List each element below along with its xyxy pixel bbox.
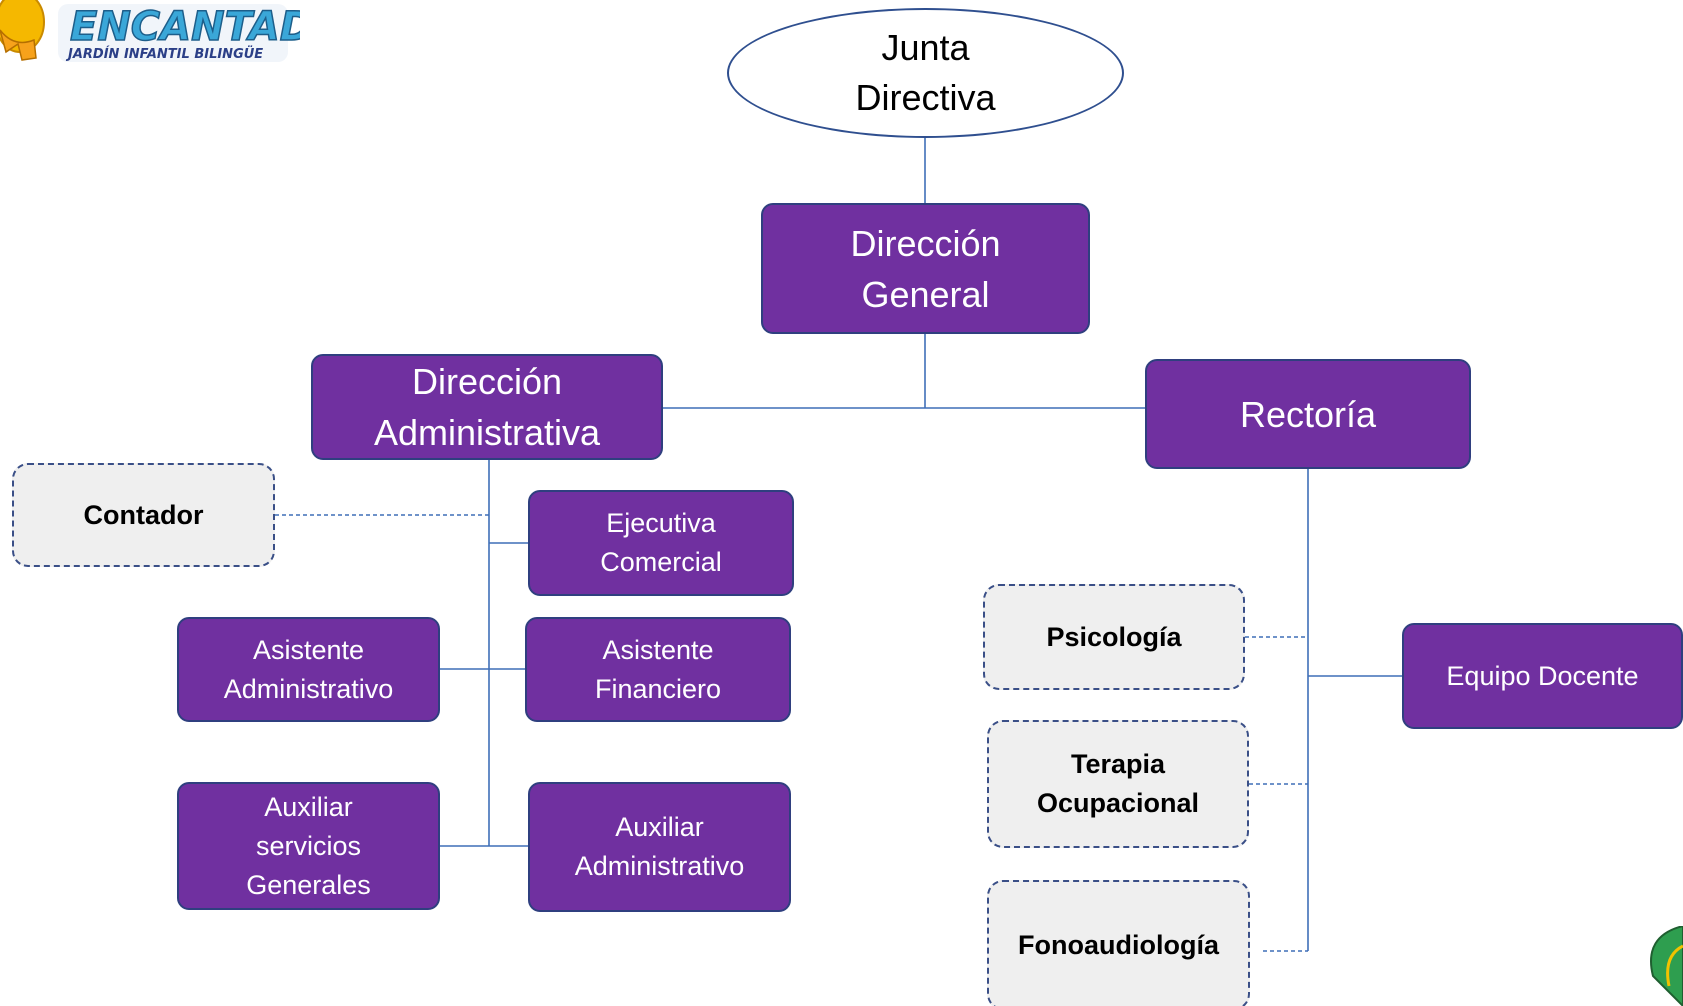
node-contador: Contador: [12, 463, 275, 567]
node-psicologia: Psicología: [983, 584, 1245, 690]
logo-subtitle: JARDÍN INFANTIL BILINGÜE: [65, 46, 263, 62]
node-asistente-administrativo: Asistente Administrativo: [177, 617, 440, 722]
node-asistente-financiero: Asistente Financiero: [525, 617, 791, 722]
encantado-logo: ENCANTADO JARDÍN INFANTIL BILINGÜE: [0, 0, 300, 62]
node-rectoria: Rectoría: [1145, 359, 1471, 469]
node-terapia-ocupacional: Terapia Ocupacional: [987, 720, 1249, 848]
node-equipo-docente: Equipo Docente: [1402, 623, 1683, 729]
node-junta-directiva: Junta Directiva: [727, 8, 1124, 138]
node-ejecutiva-comercial: Ejecutiva Comercial: [528, 490, 794, 596]
decorative-illustration: [1650, 926, 1683, 1006]
logo-title: ENCANTADO: [70, 4, 300, 50]
node-direccion-general: Dirección General: [761, 203, 1090, 334]
node-auxiliar-administrativo: Auxiliar Administrativo: [528, 782, 791, 912]
node-fonoaudiologia: Fonoaudiología: [987, 880, 1250, 1006]
node-auxiliar-servicios-generales: Auxiliar servicios Generales: [177, 782, 440, 910]
node-direccion-administrativa: Dirección Administrativa: [311, 354, 663, 460]
